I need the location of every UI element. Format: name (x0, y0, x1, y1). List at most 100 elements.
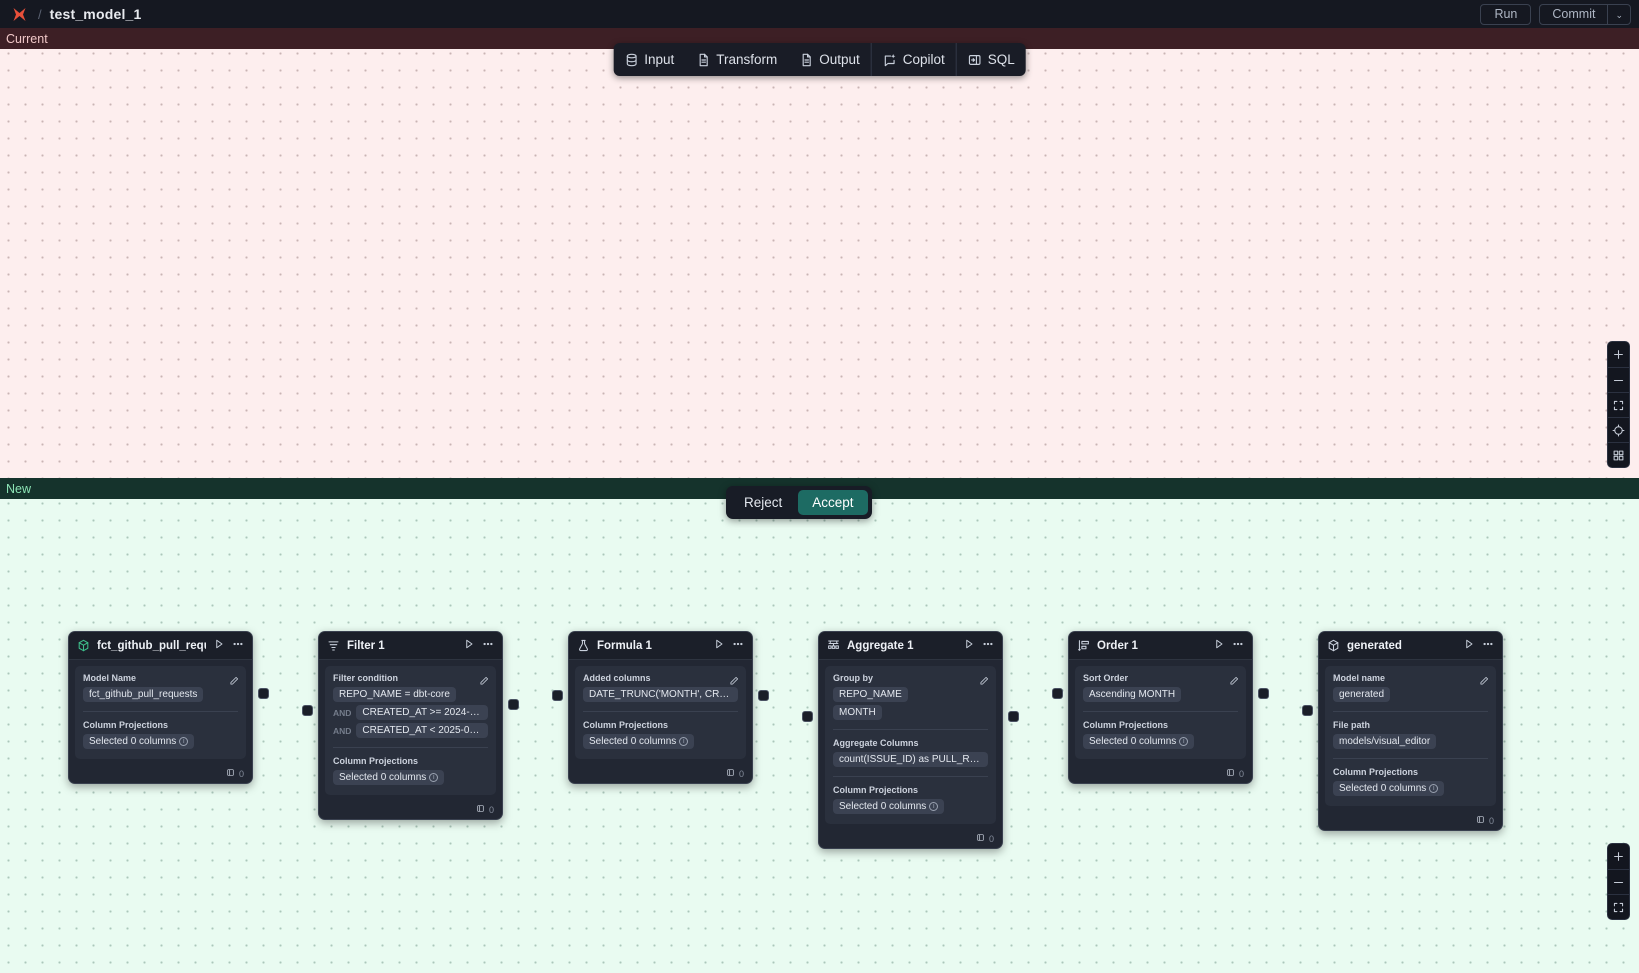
more-horizontal-icon[interactable] (232, 638, 244, 653)
info-icon[interactable]: i (179, 737, 189, 746)
plus-icon[interactable] (1608, 342, 1629, 367)
play-icon[interactable] (1463, 638, 1475, 653)
condition-row: Ascending MONTH (1083, 687, 1238, 702)
node-port[interactable] (302, 705, 313, 716)
node-port[interactable] (758, 690, 769, 701)
play-icon[interactable] (713, 638, 725, 653)
node-header[interactable]: Order 1 (1069, 632, 1252, 660)
new-canvas-pane[interactable]: New fct_github_pull_requests Model Name … (0, 478, 1639, 973)
value-chip[interactable]: REPO_NAME (833, 687, 908, 702)
fit-view-icon[interactable] (1608, 894, 1629, 919)
pencil-icon[interactable] (729, 673, 739, 691)
play-icon[interactable] (213, 638, 225, 653)
reject-button[interactable]: Reject (730, 490, 796, 515)
current-canvas-pane[interactable]: Current (0, 28, 1639, 478)
node-port[interactable] (1008, 711, 1019, 722)
node-footer: 0 (319, 801, 502, 819)
play-icon[interactable] (463, 638, 475, 653)
node-formula[interactable]: Formula 1 Added columns DATE_TRUNC('MONT… (568, 631, 753, 784)
info-icon[interactable]: i (679, 737, 689, 746)
node-header[interactable]: generated (1319, 632, 1502, 660)
node-port[interactable] (258, 688, 269, 699)
node-port[interactable] (508, 699, 519, 710)
info-icon[interactable]: i (1429, 784, 1439, 793)
info-icon[interactable]: i (1179, 737, 1189, 746)
pencil-icon[interactable] (979, 673, 989, 691)
commit-button-label[interactable]: Commit (1552, 6, 1596, 21)
node-port[interactable] (1258, 688, 1269, 699)
pencil-icon[interactable] (1479, 673, 1489, 691)
condition-row: generated (1333, 687, 1488, 702)
value-chip[interactable]: generated (1333, 687, 1391, 702)
commit-split-button[interactable]: Commit ⌄ (1539, 3, 1631, 25)
play-icon[interactable] (1213, 638, 1225, 653)
info-icon[interactable]: i (929, 802, 939, 811)
toolbar-item-copilot[interactable]: Copilot (870, 43, 956, 76)
current-pane-label: Current (0, 28, 1639, 49)
value-chip[interactable]: count(ISSUE_ID) as PULL_REQUEST_… (833, 752, 988, 767)
value-chip[interactable]: Ascending MONTH (1083, 687, 1182, 702)
run-button[interactable]: Run (1480, 3, 1532, 25)
value-chip[interactable]: models/visual_editor (1333, 734, 1437, 749)
value-chip[interactable]: MONTH (833, 705, 882, 720)
section-label: File path (1333, 711, 1488, 730)
node-body: Filter condition REPO_NAME = dbt-core AN… (319, 660, 502, 801)
canvas-zoom-controls-new (1607, 843, 1630, 920)
node-header[interactable]: Formula 1 (569, 632, 752, 660)
locate-target-icon[interactable] (1608, 417, 1629, 442)
node-port[interactable] (552, 690, 563, 701)
pencil-icon[interactable] (1229, 673, 1239, 691)
top-bar: / test_model_1 Run Commit ⌄ (0, 0, 1639, 28)
toolbar-item-transform[interactable]: Transform (685, 43, 788, 76)
more-horizontal-icon[interactable] (1482, 638, 1494, 653)
more-horizontal-icon[interactable] (732, 638, 744, 653)
plus-icon[interactable] (1608, 844, 1629, 869)
accept-button[interactable]: Accept (798, 490, 868, 515)
value-chip[interactable]: CREATED_AT < 2025-03-01 (356, 723, 488, 738)
more-horizontal-icon[interactable] (1232, 638, 1244, 653)
condition-row: count(ISSUE_ID) as PULL_REQUEST_… (833, 752, 988, 767)
toolbar-item-input[interactable]: Input (613, 43, 685, 76)
value-chip[interactable]: CREATED_AT >= 2024-12-01 (356, 705, 488, 720)
node-port[interactable] (1052, 688, 1063, 699)
toolbar-item-output[interactable]: Output (788, 43, 871, 76)
sql-panel-icon (968, 53, 982, 67)
toolbar-item-sql[interactable]: SQL (955, 43, 1026, 76)
value-chip[interactable]: DATE_TRUNC('MONTH', CREATED_AT… (583, 687, 738, 702)
info-icon[interactable]: i (429, 773, 439, 782)
rows-icon (1476, 815, 1485, 826)
xmark-brand-logo-icon[interactable] (8, 3, 30, 25)
node-port[interactable] (1302, 705, 1313, 716)
node-header[interactable]: Filter 1 (319, 632, 502, 660)
node-header[interactable]: fct_github_pull_requests (69, 632, 252, 660)
dot-grid-background (0, 28, 1639, 478)
minus-icon[interactable] (1608, 869, 1629, 894)
more-horizontal-icon[interactable] (982, 638, 994, 653)
node-header[interactable]: Aggregate 1 (819, 632, 1002, 660)
fit-view-icon[interactable] (1608, 392, 1629, 417)
value-chip[interactable]: REPO_NAME = dbt-core (333, 687, 456, 702)
grid-toggle-icon[interactable] (1608, 442, 1629, 467)
node-source[interactable]: fct_github_pull_requests Model Name fct_… (68, 631, 253, 784)
minus-icon[interactable] (1608, 367, 1629, 392)
rows-icon (726, 768, 735, 779)
node-filter[interactable]: Filter 1 Filter condition REPO_NAME = db… (318, 631, 503, 820)
chevron-down-icon[interactable]: ⌄ (1607, 4, 1630, 24)
value-chip[interactable]: fct_github_pull_requests (83, 687, 204, 702)
pencil-icon[interactable] (229, 673, 239, 691)
pencil-icon[interactable] (479, 673, 489, 691)
more-horizontal-icon[interactable] (482, 638, 494, 653)
node-port[interactable] (802, 711, 813, 722)
play-icon[interactable] (963, 638, 975, 653)
